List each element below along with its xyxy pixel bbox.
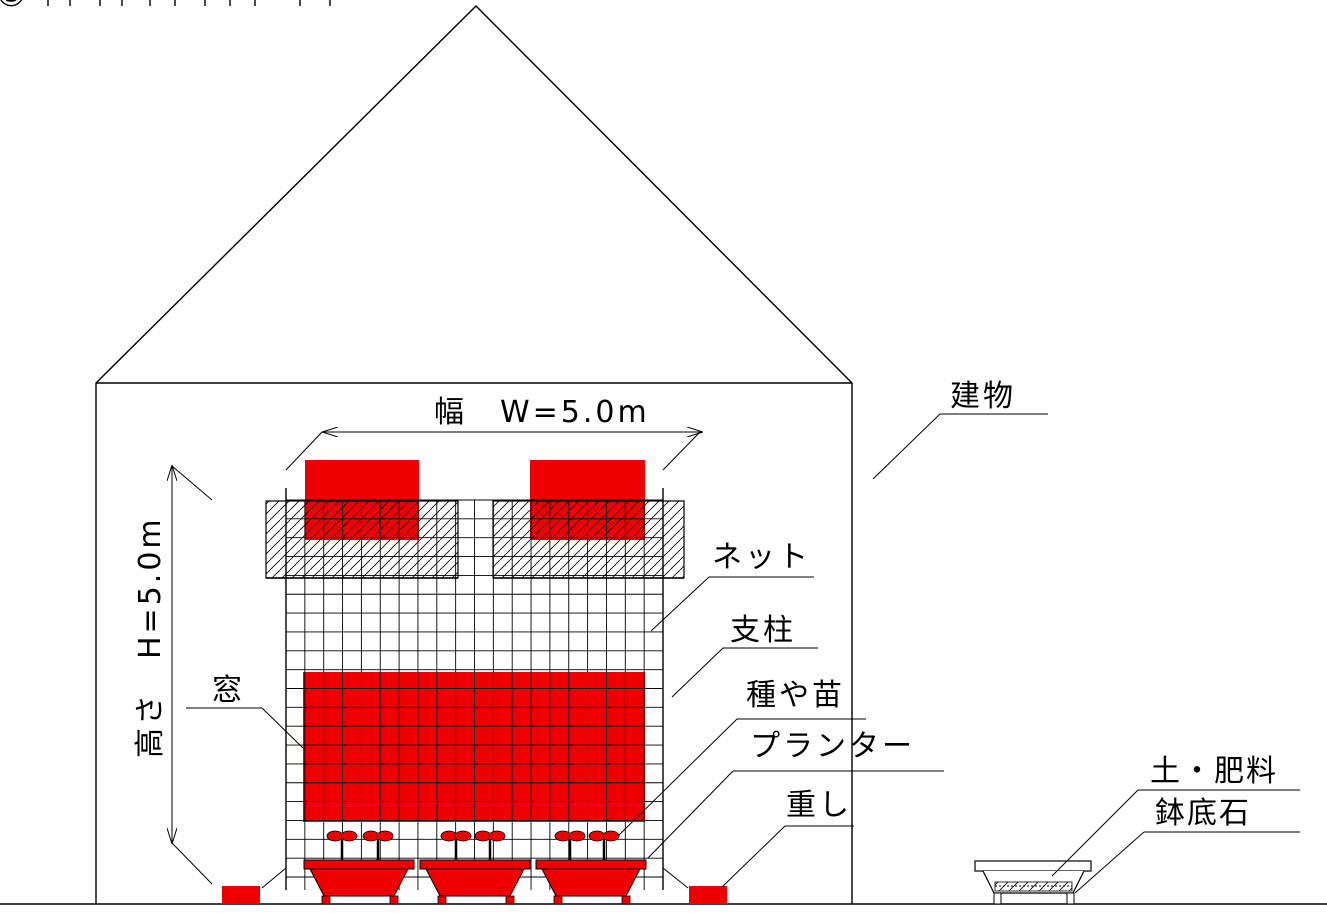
height-dimension [172,466,213,885]
width-label: 幅 W=5.0m [434,395,650,430]
window-label: 窓 [212,673,245,708]
planter [303,859,415,905]
seedling [440,830,472,862]
hatched-eave-left [265,500,459,579]
planter-detail [974,860,1092,905]
width-dimension [285,432,702,471]
height-label: 高さ H=5.0m [133,516,168,758]
weight-right [689,886,727,904]
soil-label: 土・肥料 [1150,754,1278,789]
title-fragment: ③ [0,0,26,15]
seedling [326,830,358,862]
seedling [554,830,586,862]
building-outline [95,5,853,904]
seedling [474,830,506,862]
stones-label: 鉢底石 [1155,796,1251,831]
title-cut-glyphs [47,0,331,6]
seedling [588,830,620,862]
seedlings [326,830,620,862]
building-label: 建物 [950,379,1016,414]
planter [535,859,647,905]
seeds-label: 種や苗 [746,678,845,713]
weight-label: 重し [786,788,852,823]
planters [303,859,647,905]
seedling [362,830,394,862]
lower-window [303,672,645,822]
hatched-eave-right [492,500,685,579]
planter [419,859,531,905]
planter-label: プランター [750,729,915,764]
net-label: ネット [712,540,811,575]
weight-left [222,886,260,904]
post-label: 支柱 [730,613,796,648]
